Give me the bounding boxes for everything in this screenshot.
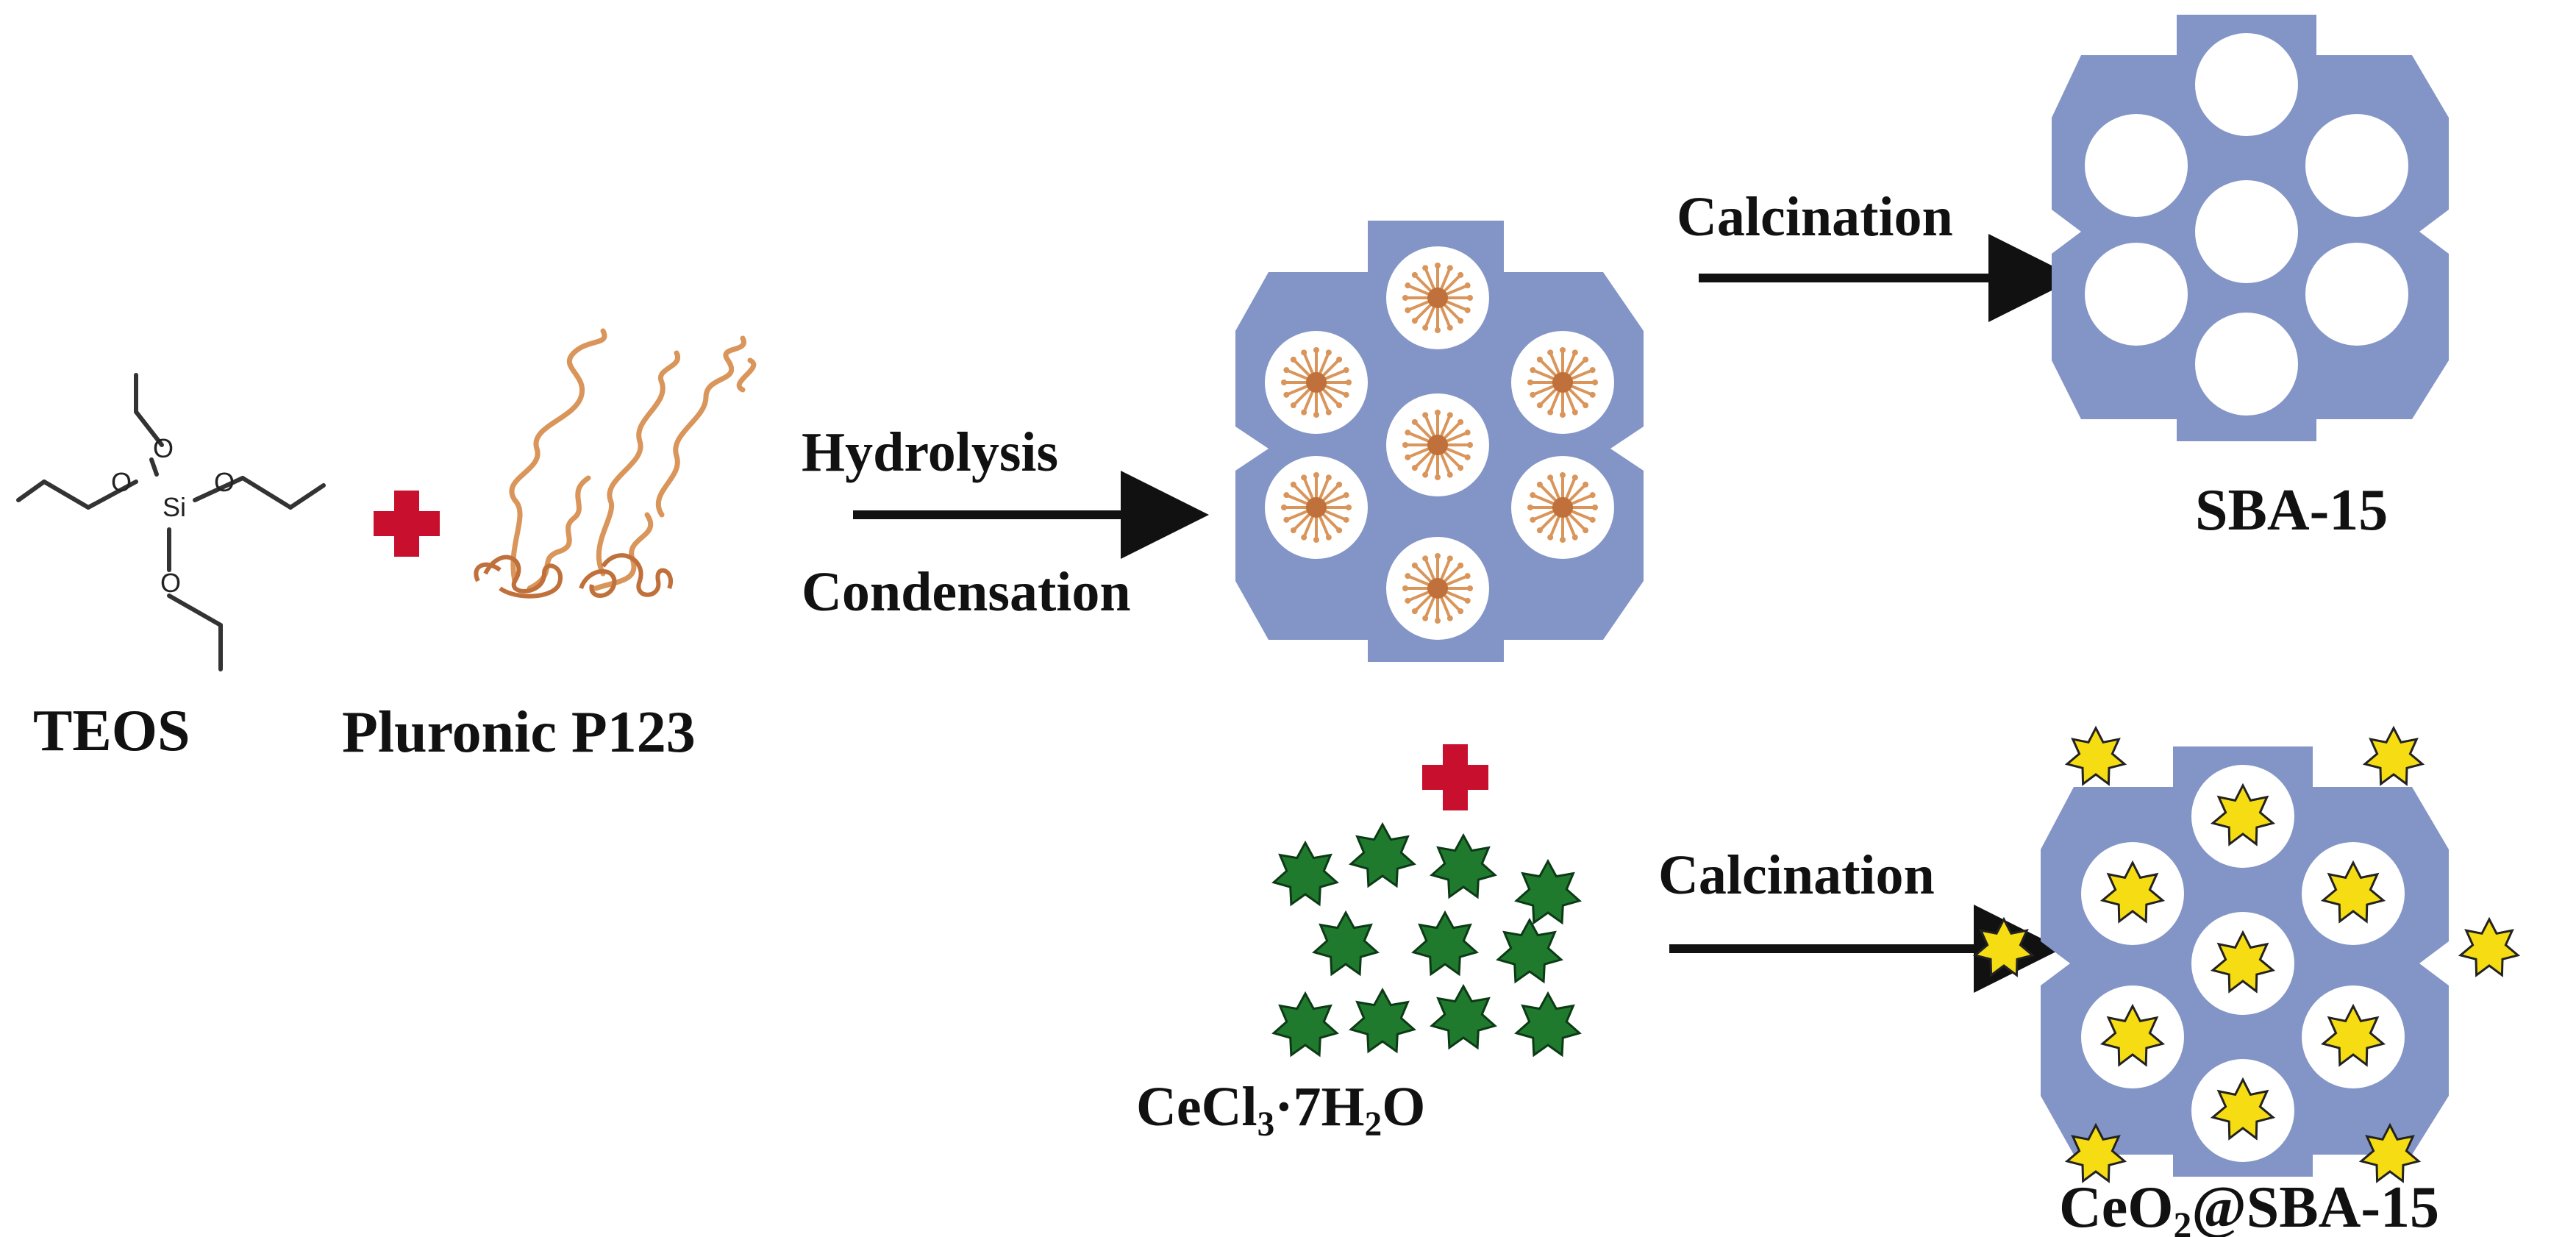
green-star-icon xyxy=(1271,991,1339,1058)
oxygen-atom-right: O xyxy=(214,467,235,497)
red-plus-icon xyxy=(374,491,440,557)
yellow-star-icon xyxy=(2064,725,2127,786)
pore xyxy=(2305,114,2408,217)
green-star-icon xyxy=(1271,840,1339,907)
micelle-icon xyxy=(1281,347,1352,418)
pore-with-micelle xyxy=(1386,246,1489,349)
pore-with-micelle xyxy=(1265,456,1368,559)
pore xyxy=(2085,114,2188,217)
calcination-label-top: Calcination xyxy=(1677,186,1953,248)
yellow-star-icon xyxy=(2210,930,2276,994)
micelle-icon xyxy=(1402,553,1473,624)
cecl3-part-1: CeCl xyxy=(1136,1076,1257,1138)
oxygen-atom-bottom: O xyxy=(160,568,181,598)
pore-with-micelle xyxy=(1511,331,1614,434)
pore xyxy=(2305,243,2408,346)
yellow-star-icon xyxy=(2458,916,2521,977)
green-star-icon xyxy=(1430,983,1497,1050)
sba15-label: SBA-15 xyxy=(2195,478,2388,543)
pore-with-micelle xyxy=(1265,331,1368,434)
oxygen-atom-left: O xyxy=(111,467,132,497)
yellow-star-icon xyxy=(2320,1003,2386,1067)
p123-label: Pluronic P123 xyxy=(342,700,696,765)
p123-polymer-coils xyxy=(474,553,673,599)
yellow-star-icon xyxy=(2099,860,2166,924)
calcination-label-bottom: Calcination xyxy=(1658,844,1935,906)
cecl3-part-2: ·7H xyxy=(1274,1076,1364,1138)
green-star-icon xyxy=(1514,858,1582,925)
micelle-icon xyxy=(1281,472,1352,543)
yellow-star-icon xyxy=(2064,1122,2127,1183)
green-star-icon xyxy=(1349,821,1416,888)
ceo2-sub-2: 2 xyxy=(2174,1205,2192,1237)
cecl3-stars xyxy=(1271,821,1582,1058)
pore xyxy=(2085,243,2188,346)
yellow-star-icon xyxy=(2358,1122,2422,1183)
pore xyxy=(2195,313,2298,416)
green-star-icon xyxy=(1514,991,1582,1058)
green-star-icon xyxy=(1312,910,1380,977)
pore-with-micelle xyxy=(1511,456,1614,559)
pore xyxy=(2195,33,2298,136)
yellow-star-icon xyxy=(2099,1003,2166,1067)
yellow-star-icon xyxy=(1972,916,2036,977)
oxygen-atom-top: O xyxy=(153,433,174,463)
green-star-icon xyxy=(1496,917,1563,984)
yellow-star-icon xyxy=(2362,725,2425,786)
ceo2-part-2: @SBA-15 xyxy=(2191,1175,2439,1237)
pore-with-micelle xyxy=(1386,537,1489,640)
p123-polymer-chains xyxy=(509,328,757,591)
cecl3-part-3: O xyxy=(1382,1076,1425,1138)
yellow-star-icon xyxy=(2210,783,2276,846)
micelle-icon xyxy=(1527,472,1598,543)
hydrolysis-label: Hydrolysis xyxy=(802,421,1058,483)
cecl3-sub-2: 2 xyxy=(1365,1105,1382,1144)
cecl3-label: CeCl3·7H2O xyxy=(1136,1076,1425,1144)
yellow-star-icon xyxy=(2210,1077,2276,1141)
silicon-atom: Si xyxy=(163,492,186,522)
pore xyxy=(2195,180,2298,283)
green-star-icon xyxy=(1430,833,1497,899)
cecl3-sub-3: 3 xyxy=(1257,1105,1275,1144)
micelle-icon xyxy=(1402,263,1473,333)
micelle-icon xyxy=(1402,410,1473,480)
pore-with-micelle xyxy=(1386,393,1489,496)
ceo2-sba15-label: CeO2@SBA-15 xyxy=(2059,1175,2439,1237)
sba15-pores xyxy=(2085,33,2408,416)
green-star-icon xyxy=(1349,987,1416,1054)
teos-atoms: O O Si O O xyxy=(111,433,235,598)
condensation-label: Condensation xyxy=(802,561,1131,623)
ceo2-stars xyxy=(1972,725,2521,1183)
teos-molecule xyxy=(16,373,326,671)
ceo2-part-1: CeO xyxy=(2059,1175,2174,1237)
micelle-icon xyxy=(1527,347,1598,418)
green-star-icon xyxy=(1411,910,1479,977)
teos-label: TEOS xyxy=(33,699,190,763)
yellow-star-icon xyxy=(2320,860,2386,924)
composite-pores xyxy=(1265,246,1614,640)
red-plus-icon-lower xyxy=(1422,744,1488,810)
